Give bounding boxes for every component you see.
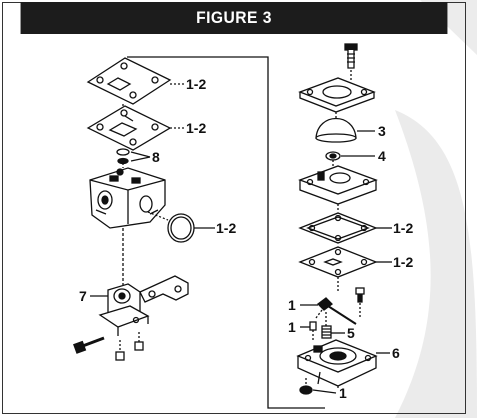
callout-label: 1 [288, 297, 296, 313]
small-screws [115, 332, 144, 361]
callout-label: 8 [152, 149, 160, 165]
throttle-housing [98, 283, 150, 336]
top-diaphragm-plate [86, 57, 172, 105]
cover-screw [344, 43, 358, 69]
figure-title: FIGURE 3 [20, 2, 448, 34]
pump-cover [298, 77, 376, 113]
callout-label: 1-2 [393, 254, 413, 270]
primer-bulb [315, 117, 357, 143]
pump-gasket [298, 212, 378, 244]
lever-bracket [139, 275, 189, 303]
pump-body [298, 165, 378, 205]
mounting-screw [73, 336, 105, 354]
metering-spring [321, 312, 332, 339]
callout-label: 3 [378, 123, 386, 139]
callout-label: 1-2 [216, 220, 236, 236]
carburetor-base [296, 339, 378, 387]
assembly-connector-line [127, 56, 325, 409]
o-ring-gasket [167, 213, 195, 243]
callout-label: 6 [392, 345, 400, 361]
pump-diaphragm [298, 246, 378, 278]
bottom-nut [299, 378, 313, 395]
callout-label: 1 [339, 385, 347, 401]
needle-washers [116, 148, 130, 168]
adjust-screw [355, 287, 365, 318]
needle-valve [315, 297, 357, 325]
carburetor-body [89, 167, 166, 229]
check-valve-washer [325, 151, 341, 161]
callout-label: 1 [288, 319, 296, 335]
callout-label: 7 [79, 288, 87, 304]
callout-label: 1-2 [393, 220, 413, 236]
metering-diaphragm-plate [86, 105, 172, 151]
inlet-needle-pin [309, 321, 317, 340]
callout-label: 5 [347, 325, 355, 341]
callout-label: 4 [378, 148, 386, 164]
callout-label: 1-2 [186, 120, 206, 136]
callout-label: 1-2 [186, 76, 206, 92]
